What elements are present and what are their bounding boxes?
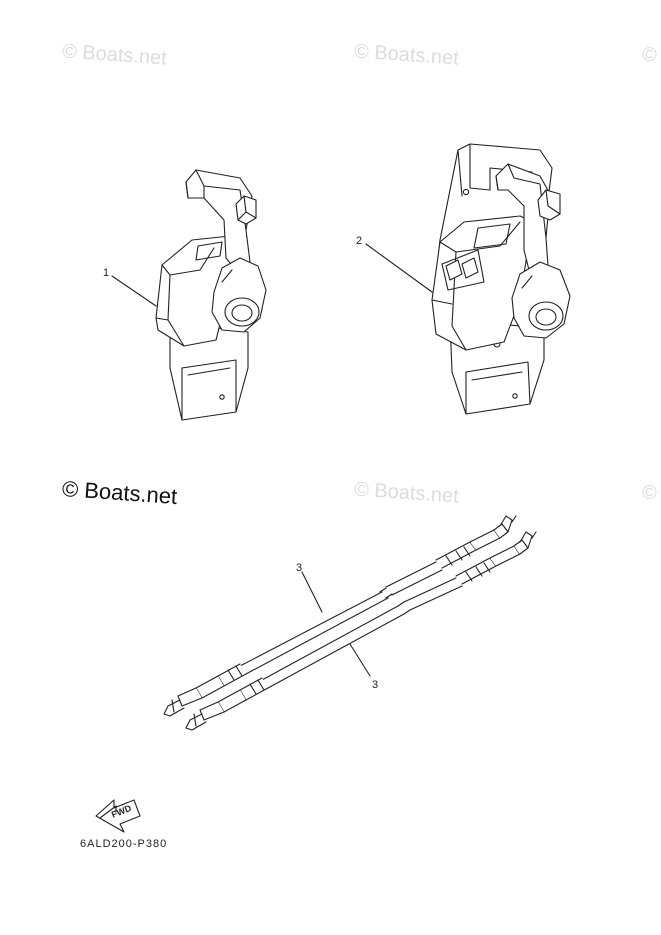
- control-cable-upper[interactable]: [163, 515, 517, 717]
- leader-line-3-lower: [349, 643, 371, 677]
- single-lever-control[interactable]: [155, 169, 267, 421]
- leader-line-2: [365, 243, 433, 293]
- leader-line-1: [111, 275, 157, 307]
- callout-1: 1: [103, 267, 109, 279]
- callout-2: 2: [356, 235, 362, 247]
- callout-3-upper: 3: [296, 562, 302, 574]
- dual-lever-control[interactable]: [431, 143, 571, 415]
- leader-line-3-upper: [301, 571, 323, 613]
- diagram-code: 6ALD200-P380: [80, 838, 167, 850]
- control-cable-lower[interactable]: [185, 531, 537, 731]
- callout-3-lower: 3: [372, 679, 378, 691]
- fwd-arrow-icon: FWD: [95, 799, 141, 833]
